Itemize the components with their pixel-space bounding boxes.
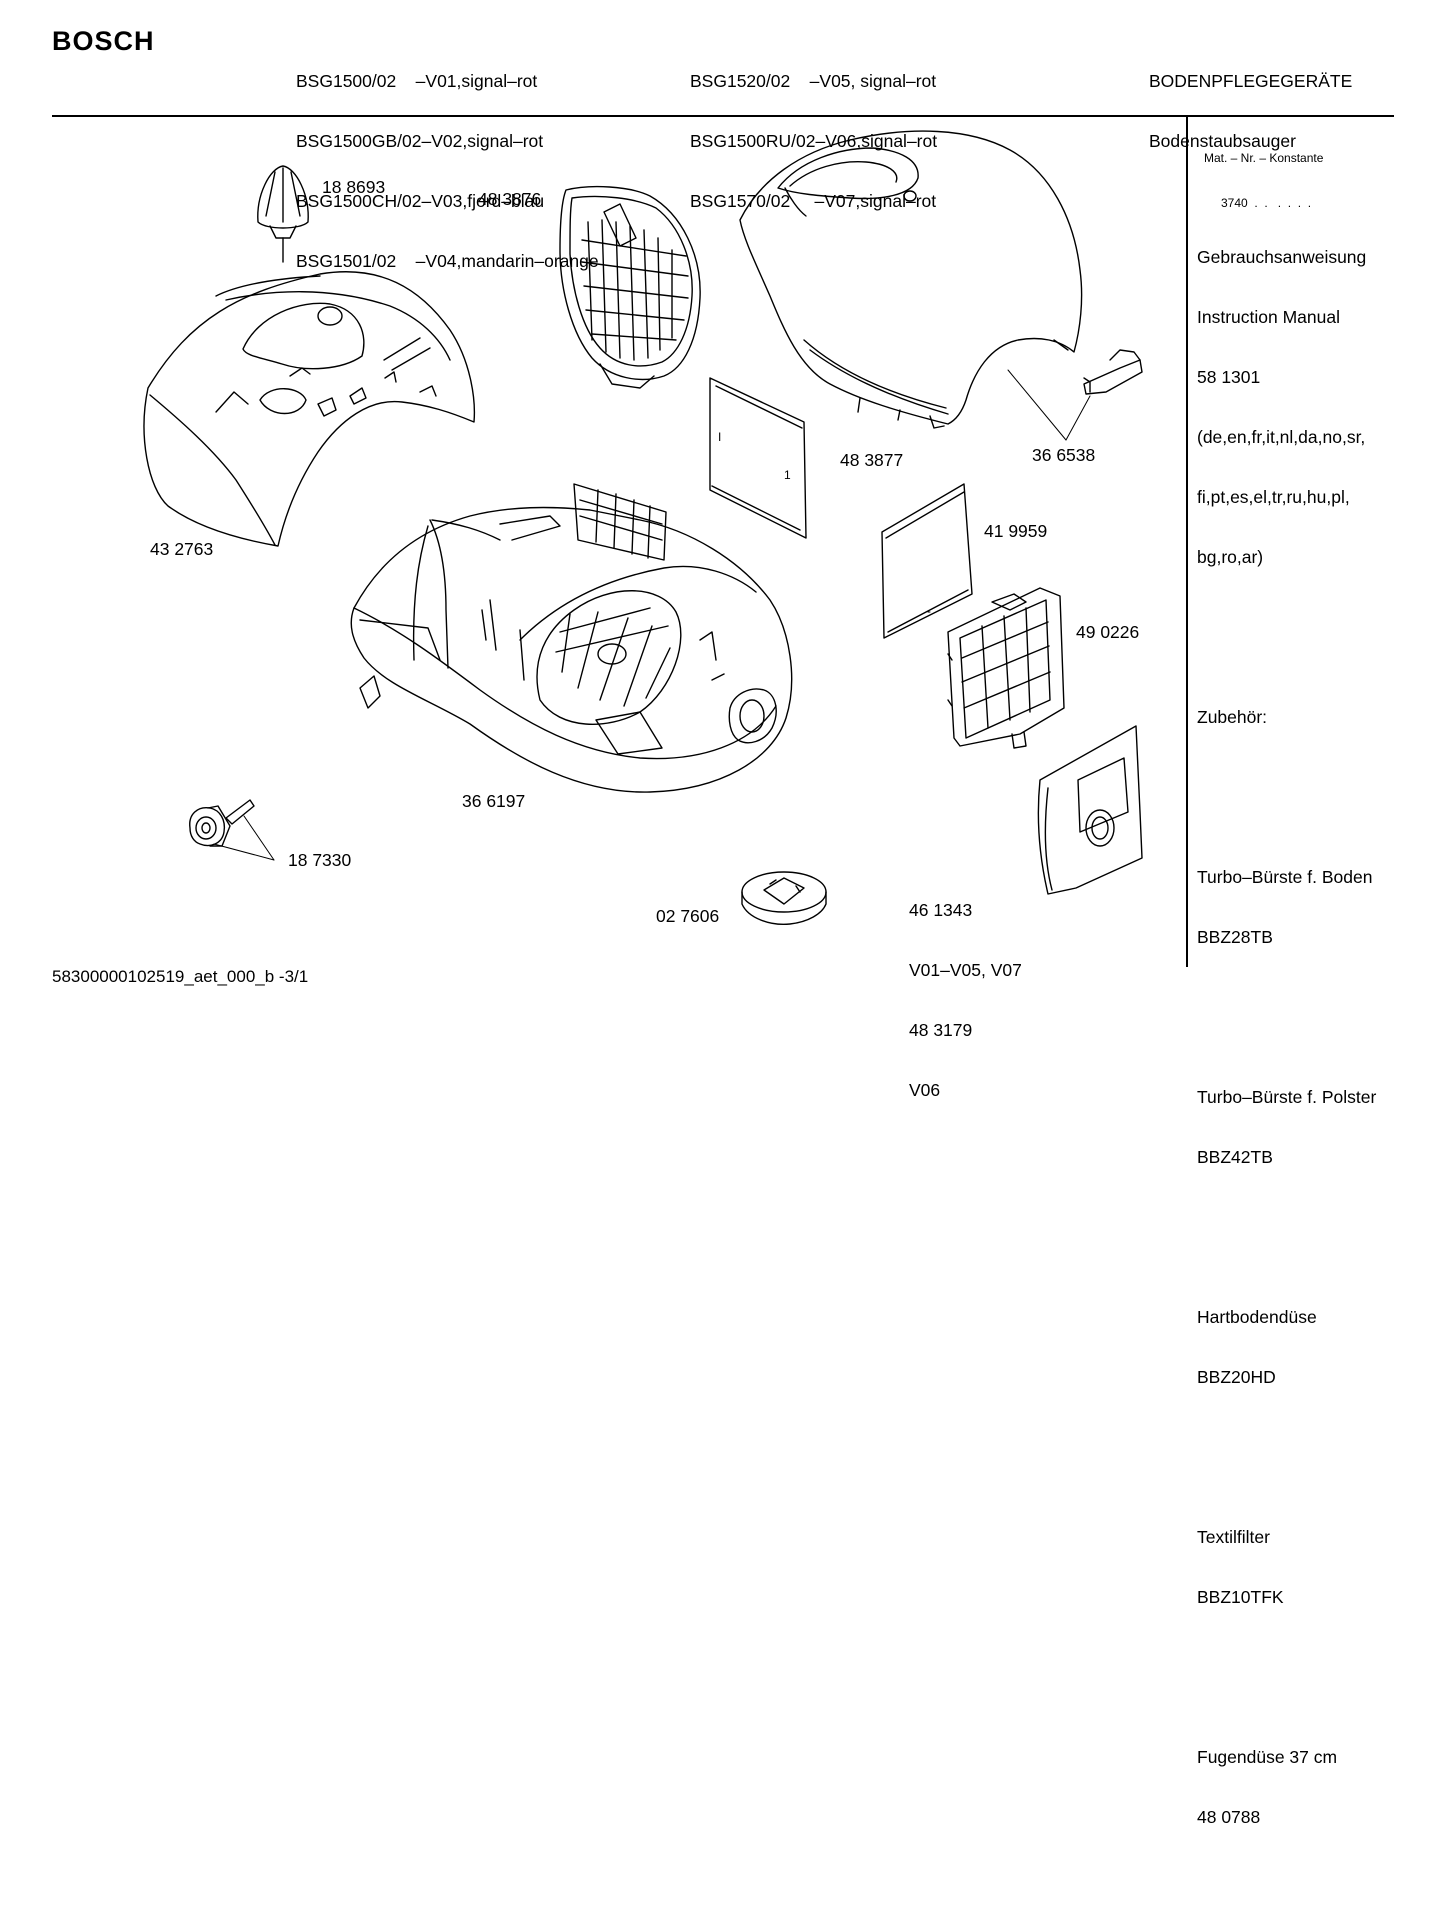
part-filter-frame-drawing xyxy=(948,588,1064,748)
sidebar-line: bg,ro,ar) xyxy=(1197,547,1264,567)
part-filter-pad-drawing xyxy=(710,378,806,538)
model-line: BSG1500GB/02–V02,signal–rot xyxy=(296,131,544,151)
sidebar-divider xyxy=(1186,117,1188,967)
page-number: -3/1 xyxy=(278,967,309,986)
model-line: BSG1570/02 –V07,signal–rot xyxy=(690,191,937,211)
model-line: BSG1500/02 –V01,signal–rot xyxy=(296,71,538,91)
model-list-left: BSG1500/02 –V01,signal–rot BSG1500GB/02–… xyxy=(296,31,599,291)
variant-label: V06 xyxy=(909,1080,941,1100)
model-line: BSG1501/02 –V04,mandarin–orange xyxy=(296,251,599,271)
material-number-label: Mat. – Nr. – Konstante xyxy=(1204,151,1324,165)
sidebar-line: Fugendüse 37 cm xyxy=(1197,1747,1338,1767)
manual-block: Gebrauchsanweisung Instruction Manual 58… xyxy=(1197,207,1376,607)
sidebar-line: 58 1301 xyxy=(1197,367,1261,387)
sidebar-line: Zubehör: xyxy=(1197,707,1268,727)
accessory-item: Turbo–Bürste f. Polster BBZ42TB xyxy=(1197,1047,1376,1207)
variant-label: V01–V05, V07 xyxy=(909,960,1022,980)
accessory-item: Turbo–Bürste f. Boden BBZ28TB xyxy=(1197,827,1376,987)
part-top-cover-drawing xyxy=(740,131,1082,428)
filter-mark: I xyxy=(718,430,722,444)
accessory-item: Fugendüse 37 cm 48 0788 xyxy=(1197,1707,1376,1867)
part-filter-drawing xyxy=(882,484,972,638)
material-number-value: 3740 . . . . . . xyxy=(1221,196,1312,210)
model-line: BSG1520/02 –V05, signal–rot xyxy=(690,71,937,91)
part-lid-top-drawing xyxy=(144,272,474,546)
model-line: BSG1500RU/02–V06,signal–rot xyxy=(690,131,938,151)
sidebar-line: BBZ20HD xyxy=(1197,1367,1276,1387)
part-label: 49 0226 xyxy=(1076,622,1140,642)
leader-lines-366538 xyxy=(1008,370,1090,440)
sidebar-line: Instruction Manual xyxy=(1197,307,1340,327)
part-label: 36 6197 xyxy=(462,791,526,811)
sidebar-line: BBZ10TFK xyxy=(1197,1587,1284,1607)
material-number: Mat. – Nr. – Konstante 3740 . . . . . . xyxy=(1204,121,1323,226)
part-label: 36 6538 xyxy=(1032,445,1096,465)
filter-mark: 1 xyxy=(784,468,791,482)
sidebar-line: BBZ28TB xyxy=(1197,927,1273,947)
part-dust-bag-drawing xyxy=(1038,726,1142,894)
part-base-housing-drawing xyxy=(351,484,791,792)
footer: 58300000102519_aet_000_b -3/1 xyxy=(52,967,308,987)
part-bag-holder-drawing xyxy=(560,187,700,388)
document-id: 58300000102519_aet_000_b xyxy=(52,967,275,986)
sidebar-line: 48 0788 xyxy=(1197,1807,1261,1827)
category-title: BODENPFLEGEGERÄTE Bodenstaubsauger xyxy=(1149,31,1352,171)
part-label: 48 3876 xyxy=(478,189,542,209)
part-label: 18 8693 xyxy=(322,177,386,197)
sidebar-line: Turbo–Bürste f. Boden xyxy=(1197,867,1373,887)
header-divider xyxy=(52,115,1394,117)
sidebar-line: fi,pt,es,el,tr,ru,hu,pl, xyxy=(1197,487,1350,507)
part-wheel-drawing xyxy=(190,800,254,846)
leader-lines-187330 xyxy=(214,816,274,860)
sidebar-info: Gebrauchsanweisung Instruction Manual 58… xyxy=(1197,167,1376,1907)
part-label: 46 1343 xyxy=(909,900,973,920)
accessory-item: Textilfilter BBZ10TFK xyxy=(1197,1487,1376,1647)
part-round-cap-drawing xyxy=(742,872,826,924)
sidebar-line: (de,en,fr,it,nl,da,no,sr, xyxy=(1197,427,1366,447)
part-label: 18 7330 xyxy=(288,850,352,870)
model-list-right: BSG1520/02 –V05, signal–rot BSG1500RU/02… xyxy=(690,31,937,231)
part-label: 48 3179 xyxy=(909,1020,973,1040)
part-knob-drawing xyxy=(258,166,308,262)
exploded-parts-drawing xyxy=(0,0,1186,960)
accessory-item: Hartbodendüse BBZ20HD xyxy=(1197,1267,1376,1427)
accessories-heading: Zubehör: xyxy=(1197,667,1376,767)
category-line-2: Bodenstaubsauger xyxy=(1149,131,1296,151)
sidebar-line: Gebrauchsanweisung xyxy=(1197,247,1367,267)
model-line: BSG1500CH/02–V03,fjord–blau xyxy=(296,191,545,211)
brand-logo: BOSCH xyxy=(52,26,155,56)
sidebar-line: Textilfilter xyxy=(1197,1527,1270,1547)
part-label: 41 9959 xyxy=(984,521,1048,541)
part-label: 02 7606 xyxy=(656,906,720,926)
sidebar-line: BBZ42TB xyxy=(1197,1147,1273,1167)
part-clip-drawing xyxy=(1084,350,1142,394)
sidebar-line: Turbo–Bürste f. Polster xyxy=(1197,1087,1377,1107)
sidebar-line: Hartbodendüse xyxy=(1197,1307,1317,1327)
part-label: 48 3877 xyxy=(840,450,904,470)
part-label: 43 2763 xyxy=(150,539,214,559)
part-label-group: 46 1343 V01–V05, V07 48 3179 V06 xyxy=(909,860,1022,1120)
category-line-1: BODENPFLEGEGERÄTE xyxy=(1149,71,1353,91)
